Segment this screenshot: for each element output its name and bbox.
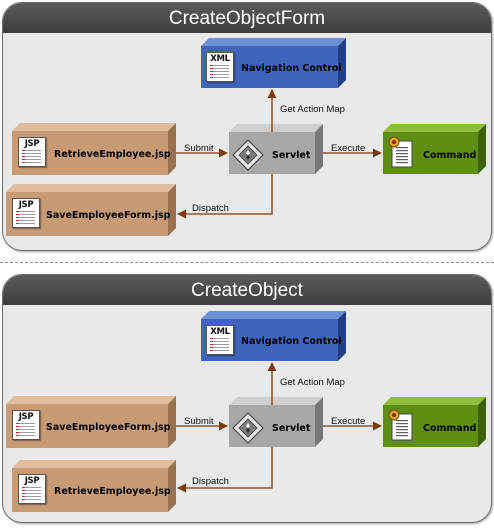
panel-title: CreateObject <box>3 275 491 305</box>
servlet-icon <box>232 139 264 171</box>
command-node: Command <box>383 124 486 174</box>
jsp-icon: JSP <box>12 198 40 228</box>
dispatch-label: Dispatch <box>192 203 229 214</box>
dispatch-arrow <box>177 174 273 219</box>
command-icon <box>388 409 413 441</box>
execute-label: Execute <box>331 143 366 154</box>
jsp-icon: JSP <box>18 474 46 504</box>
source-jsp-node: JSP SaveEmployeeForm.jsp <box>6 396 176 448</box>
navigation-control-node: XML Navigation Control <box>201 311 346 361</box>
servlet-icon <box>232 412 264 444</box>
get-action-map-label: Get Action Map <box>280 104 345 115</box>
target-jsp-node: JSP RetrieveEmployee.jsp <box>12 460 176 512</box>
target-jsp-label: SaveEmployeeForm.jsp <box>46 210 171 221</box>
xml-icon: XML <box>206 52 234 82</box>
execute-label: Execute <box>331 416 366 427</box>
jsp-icon: JSP <box>18 137 46 167</box>
dispatch-label: Dispatch <box>192 476 229 487</box>
jsp-icon: JSP <box>12 410 40 440</box>
command-label: Command <box>423 150 477 161</box>
xml-icon: XML <box>206 325 234 355</box>
servlet-node: Servlet <box>229 124 323 174</box>
target-jsp-label: RetrieveEmployee.jsp <box>54 486 171 497</box>
command-icon <box>388 136 413 168</box>
source-jsp-label: RetrieveEmployee.jsp <box>54 149 171 160</box>
section-divider <box>0 262 494 263</box>
servlet-label: Servlet <box>272 423 311 434</box>
command-node: Command <box>383 397 486 447</box>
source-jsp-label: SaveEmployeeForm.jsp <box>46 422 171 433</box>
submit-label: Submit <box>184 143 214 154</box>
submit-label: Submit <box>184 416 214 427</box>
target-jsp-node: JSP SaveEmployeeForm.jsp <box>6 184 176 236</box>
get-action-map-label: Get Action Map <box>280 377 345 388</box>
servlet-node: Servlet <box>229 397 323 447</box>
navigation-control-node: XML Navigation Control <box>201 38 346 88</box>
servlet-label: Servlet <box>272 150 311 161</box>
source-jsp-node: JSP RetrieveEmployee.jsp <box>12 123 176 175</box>
navigation-control-label: Navigation Control <box>241 336 342 347</box>
command-label: Command <box>423 423 477 434</box>
dispatch-arrow <box>177 447 273 493</box>
navigation-control-label: Navigation Control <box>241 63 342 74</box>
panel-title: CreateObjectForm <box>3 3 491 33</box>
